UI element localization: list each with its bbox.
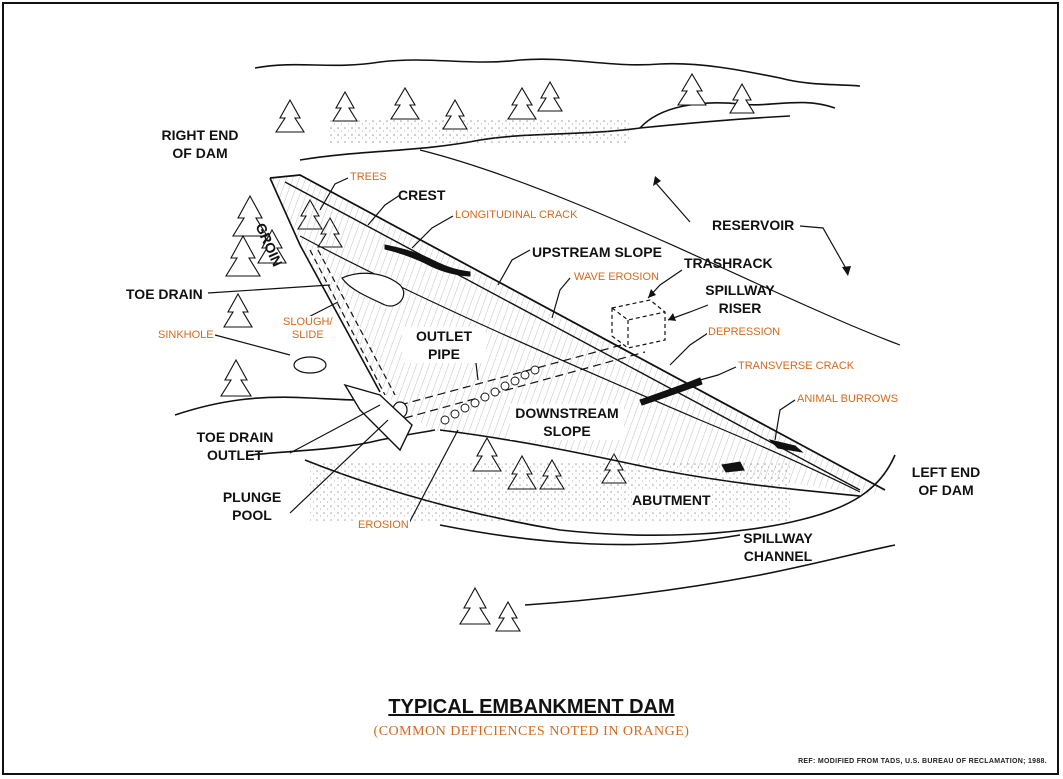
label-spillway-channel: SPILLWAY CHANNEL bbox=[743, 530, 813, 564]
dam-body bbox=[269, 174, 886, 495]
deficiency-depression: DEPRESSION bbox=[707, 326, 782, 339]
deficiency-trees: TREES bbox=[349, 171, 388, 184]
deficiency-erosion: EROSION bbox=[357, 519, 410, 532]
label-upstream-slope: UPSTREAM SLOPE bbox=[532, 244, 662, 260]
diagram-title: TYPICAL EMBANKMENT DAM bbox=[388, 696, 675, 718]
toe-drain-outlet-structure bbox=[343, 383, 413, 452]
deficiency-longitudinal-crack: LONGITUDINAL CRACK bbox=[454, 209, 579, 222]
label-trashrack: TRASHRACK bbox=[684, 255, 773, 271]
far-shore-ground bbox=[330, 118, 630, 144]
deficiency-sinkhole: SINKHOLE bbox=[157, 329, 215, 342]
label-downstream-slope: DOWNSTREAM SLOPE bbox=[510, 404, 624, 440]
label-toe-drain: TOE DRAIN bbox=[126, 286, 203, 302]
diagram-subtitle: (COMMON DEFICIENCES NOTED IN ORANGE) bbox=[373, 724, 690, 739]
label-toe-drain-outlet: TOE DRAIN OUTLET bbox=[196, 429, 274, 463]
deficiency-animal-burrows: ANIMAL BURROWS bbox=[796, 393, 900, 406]
reference-note: REF: MODIFIED FROM TADS, U.S. BUREAU OF … bbox=[798, 758, 1047, 765]
deficiency-marks bbox=[293, 244, 804, 473]
abutment-ground bbox=[310, 462, 790, 522]
label-left-end-of-dam: LEFT END OF DAM bbox=[911, 464, 981, 498]
deficiency-transverse-crack: TRANSVERSE CRACK bbox=[737, 360, 856, 373]
arrowheads bbox=[648, 176, 851, 321]
deficiency-wave-erosion: WAVE EROSION bbox=[573, 271, 660, 284]
deficiency-slough-slide: SLOUGH/ SLIDE bbox=[282, 316, 334, 342]
label-outlet-pipe: OUTLET PIPE bbox=[402, 327, 486, 363]
label-crest: CREST bbox=[398, 187, 446, 203]
spillway-channel-lines bbox=[439, 524, 896, 606]
label-reservoir: RESERVOIR bbox=[712, 217, 795, 233]
trashrack-box bbox=[611, 299, 666, 349]
waterline bbox=[419, 149, 901, 346]
riprap bbox=[440, 365, 540, 425]
label-spillway-riser: SPILLWAY RISER bbox=[705, 282, 775, 316]
label-abutment: ABUTMENT bbox=[632, 491, 711, 509]
label-right-end-of-dam: RIGHT END OF DAM bbox=[161, 127, 239, 161]
label-plunge-pool: PLUNGE POOL bbox=[222, 489, 282, 523]
